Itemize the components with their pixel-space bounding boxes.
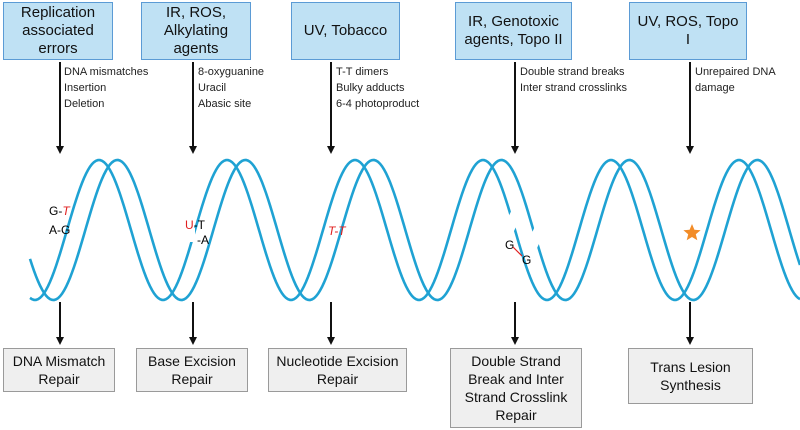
cause-box-topo-i: UV, ROS, Topo I [629,2,747,60]
mismatch-ag-label: A-G [49,223,70,237]
damage-desc-replication: DNA mismatches Insertion Deletion [64,66,149,110]
mismatch-t-label: T [62,204,71,218]
double-strand-break-gap-1 [503,206,524,232]
damage-desc-uv-tobacco: T-T dimers Bulky adducts 6-4 photoproduc… [336,66,420,110]
damage-desc-genotoxic: Double strand breaks Inter strand crossl… [520,66,627,94]
repair-box-base-excision: Base Excision Repair [136,348,248,392]
double-strand-break-gap-2 [526,223,547,249]
thymine-dimer-label: T-T [328,224,347,238]
dna-strand-1 [29,158,800,302]
crosslink-g1-label: G [505,238,514,252]
uracil-label: U-T [185,218,206,232]
repair-box-nucleotide-excision: Nucleotide Excision Repair [268,348,407,392]
crosslink-g2-label: G [522,253,531,267]
abasic-a-label: -A [197,233,209,247]
cause-box-uv-tobacco: UV, Tobacco [291,2,400,60]
cause-box-alkylating: IR, ROS, Alkylating agents [141,2,251,60]
dna-strand-2 [28,158,800,302]
crosslink-bond [512,246,523,257]
lesion-star-icon [683,224,701,241]
repair-box-mismatch: DNA Mismatch Repair [3,348,115,392]
abasic-gap [181,228,195,242]
cause-box-genotoxic: IR, Genotoxic agents, Topo II [455,2,572,60]
mismatch-g-label: G-T [49,204,71,218]
damage-desc-topo-i: Unrepaired DNA damage [695,66,776,94]
damage-desc-alkylating: 8-oxyguanine Uracil Abasic site [198,66,265,110]
cause-box-replication: Replication associated errors [3,2,113,60]
repair-box-dsb-crosslink: Double Strand Break and Inter Strand Cro… [450,348,582,428]
repair-box-translesion: Trans Lesion Synthesis [628,348,753,404]
